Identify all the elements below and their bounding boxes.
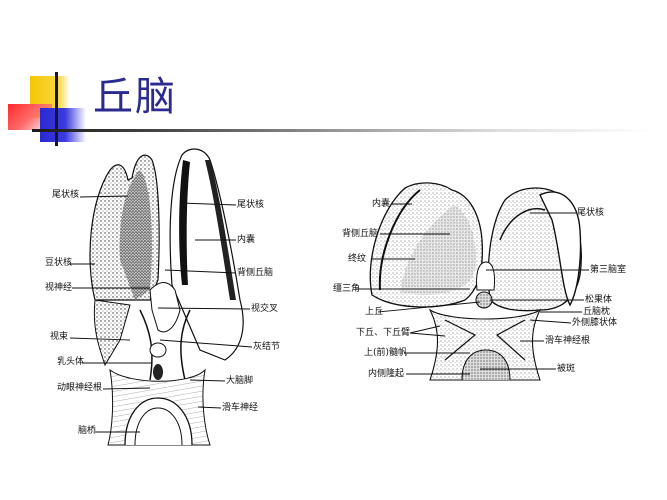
label-pulvinar: 丘脑枕 [583, 307, 611, 317]
label-lentiform-nucleus: 豆状核 [45, 258, 73, 268]
label-optic-chiasm: 视交叉 [251, 304, 279, 314]
slide-title: 丘脑 [93, 74, 177, 120]
label-dorsal-thalamus: 背侧丘脑 [237, 268, 274, 278]
label-tuber-cinereum: 灰结节 [253, 342, 281, 352]
label-pons: 脑桥 [78, 426, 97, 436]
label-caudate-nucleus-left: 尾状核 [52, 190, 80, 200]
label-lateral-geniculate-body: 外侧膝状体 [572, 318, 618, 328]
label-habenular-trigone: 缰三角 [333, 284, 361, 294]
label-optic-nerve: 视神经 [45, 283, 73, 293]
label-oculomotor-root: 动眼神经根 [57, 383, 103, 393]
ornament-vertical-line [55, 72, 58, 146]
label-internal-capsule-2: 内囊 [372, 199, 391, 209]
label-stria-terminalis: 终纹 [348, 254, 367, 264]
label-cerebral-peduncle: 大脑脚 [226, 376, 254, 386]
label-dorsal-thalamus-2: 背侧丘脑 [342, 229, 379, 239]
label-superior-colliculus: 上丘 [365, 307, 384, 317]
label-caudate-nucleus-right: 尾状核 [237, 200, 265, 210]
label-superior-medullary-velum: 上(前)髓帆 [364, 348, 408, 358]
label-pineal-body: 松果体 [585, 295, 613, 305]
label-trochlear-nerve-root: 滑车神经根 [545, 336, 591, 346]
label-inferior-colliculus: 下丘、下丘臂 [356, 328, 411, 338]
label-caudate-nucleus-3: 尾状核 [577, 208, 605, 218]
label-optic-tract: 视束 [50, 332, 69, 342]
label-third-ventricle: 第三脑室 [590, 265, 627, 275]
label-locus-coeruleus: 被斑 [557, 364, 576, 374]
label-medial-eminence: 内侧隆起 [368, 369, 405, 379]
ornament-blue-square [40, 108, 86, 142]
figure-left-brain-drawing: 尾状核 豆状核 视神经 视束 乳头体 动眼神经根 脑桥 尾状核 内囊 背侧丘脑 … [0, 0, 330, 500]
brain-ventral-illustration [69, 148, 253, 446]
label-trochlear-nerve: 滑车神经 [222, 403, 259, 413]
title-underline [32, 129, 652, 132]
label-internal-capsule: 内囊 [237, 235, 256, 245]
label-mamillary-body: 乳头体 [57, 357, 85, 367]
